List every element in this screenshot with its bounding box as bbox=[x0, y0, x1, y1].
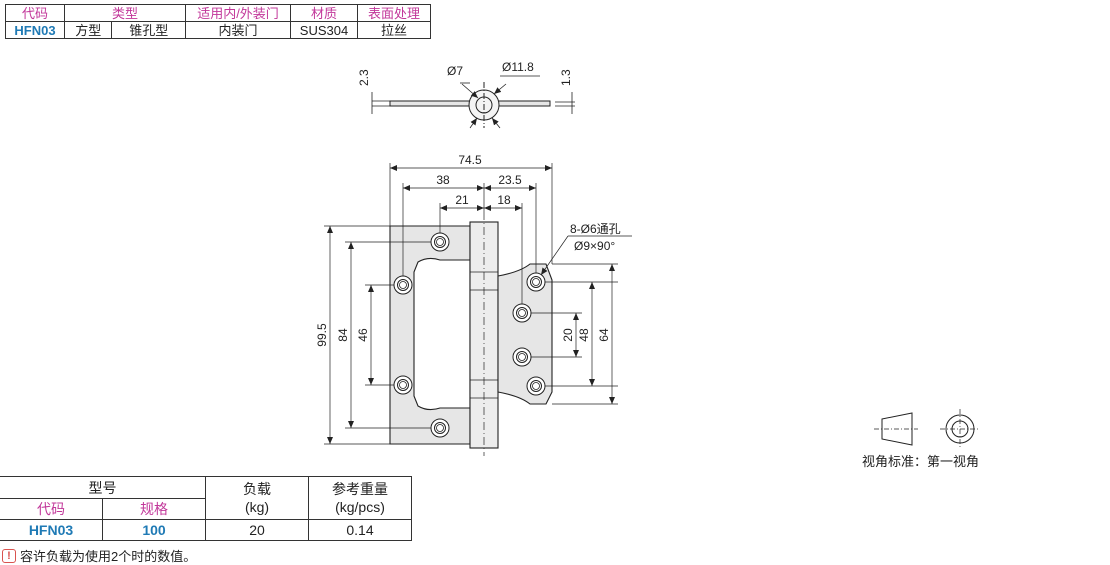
top-view bbox=[371, 75, 575, 129]
hole-note-countersink: Ø9×90° bbox=[574, 239, 615, 253]
hole bbox=[393, 275, 413, 295]
load-note: ! 容许负载为使用2个时的数值。 bbox=[2, 546, 196, 565]
hole bbox=[526, 272, 546, 292]
hole-note-thru: 8-Ø6通孔 bbox=[570, 222, 621, 236]
spec-finish: 拉丝 bbox=[357, 21, 431, 39]
dim-left-inner: 21 bbox=[455, 193, 469, 207]
load-header-label: 负载 bbox=[243, 481, 271, 497]
dim-84: 84 bbox=[336, 328, 350, 342]
warning-icon: ! bbox=[2, 548, 16, 563]
model-header-row-1: 型号 负载 (kg) 参考重量 (kg/pcs) bbox=[0, 476, 412, 520]
dim-overall-width: 74.5 bbox=[458, 153, 482, 167]
model-load: 20 bbox=[205, 519, 309, 541]
dim-right-inner: 18 bbox=[497, 193, 511, 207]
weight-header: 参考重量 (kg/pcs) bbox=[308, 476, 412, 520]
dim-48: 48 bbox=[577, 328, 591, 342]
dim-right-width: 23.5 bbox=[498, 173, 522, 187]
projection-symbol bbox=[874, 409, 980, 449]
dim-height: 99.5 bbox=[315, 323, 329, 347]
spec-material: SUS304 bbox=[290, 21, 358, 39]
model-code-header: 代码 bbox=[0, 498, 103, 520]
dimension-lines bbox=[324, 163, 632, 445]
spec-header-row: 代码 类型 适用内/外装门 材质 表面处理 bbox=[5, 4, 431, 22]
projection-label: 视角标准：第一视角 bbox=[862, 454, 980, 469]
dim-top-d2: Ø11.8 bbox=[502, 60, 534, 74]
model-header: 型号 bbox=[0, 476, 206, 499]
dim-64: 64 bbox=[597, 328, 611, 342]
model-spec-header: 规格 bbox=[102, 498, 206, 520]
load-note-text: 容许负载为使用2个时的数值。 bbox=[20, 549, 197, 564]
hole bbox=[430, 232, 450, 252]
spec-data-row: HFN03 方型 锥孔型 内装门 SUS304 拉丝 bbox=[5, 21, 431, 39]
load-header: 负载 (kg) bbox=[205, 476, 309, 520]
model-data-row: HFN03 100 20 0.14 bbox=[0, 519, 412, 541]
spec-type-b: 锥孔型 bbox=[111, 21, 186, 39]
dim-top-d1: Ø7 bbox=[447, 64, 463, 78]
spec-type-a: 方型 bbox=[63, 21, 113, 39]
model-spec: 100 bbox=[102, 519, 206, 541]
right-leaf bbox=[497, 263, 553, 405]
model-weight: 0.14 bbox=[308, 519, 412, 541]
left-leaf bbox=[389, 225, 471, 445]
dim-top-left: 2.3 bbox=[357, 69, 371, 86]
dim-46: 46 bbox=[356, 328, 370, 342]
hole bbox=[526, 376, 546, 396]
hole bbox=[512, 303, 532, 323]
weight-header-unit: (kg/pcs) bbox=[335, 499, 385, 515]
spec-header-finish: 表面处理 bbox=[357, 4, 431, 22]
front-view bbox=[389, 212, 553, 456]
load-header-unit: (kg) bbox=[244, 499, 270, 515]
hole bbox=[430, 418, 450, 438]
hole bbox=[512, 347, 532, 367]
model-code: HFN03 bbox=[0, 519, 103, 541]
spec-code: HFN03 bbox=[5, 21, 65, 39]
weight-header-label: 参考重量 bbox=[332, 481, 388, 497]
dim-top-right: 1.3 bbox=[559, 69, 573, 86]
hole bbox=[393, 375, 413, 395]
dim-left-width: 38 bbox=[436, 173, 450, 187]
dim-20: 20 bbox=[561, 328, 575, 342]
projection-cone-icon bbox=[881, 412, 913, 446]
spec-table: 代码 类型 适用内/外装门 材质 表面处理 HFN03 方型 锥孔型 内装门 S… bbox=[5, 4, 431, 39]
model-table: 型号 负载 (kg) 参考重量 (kg/pcs) 代码 规格 HFN03 100… bbox=[0, 476, 412, 541]
